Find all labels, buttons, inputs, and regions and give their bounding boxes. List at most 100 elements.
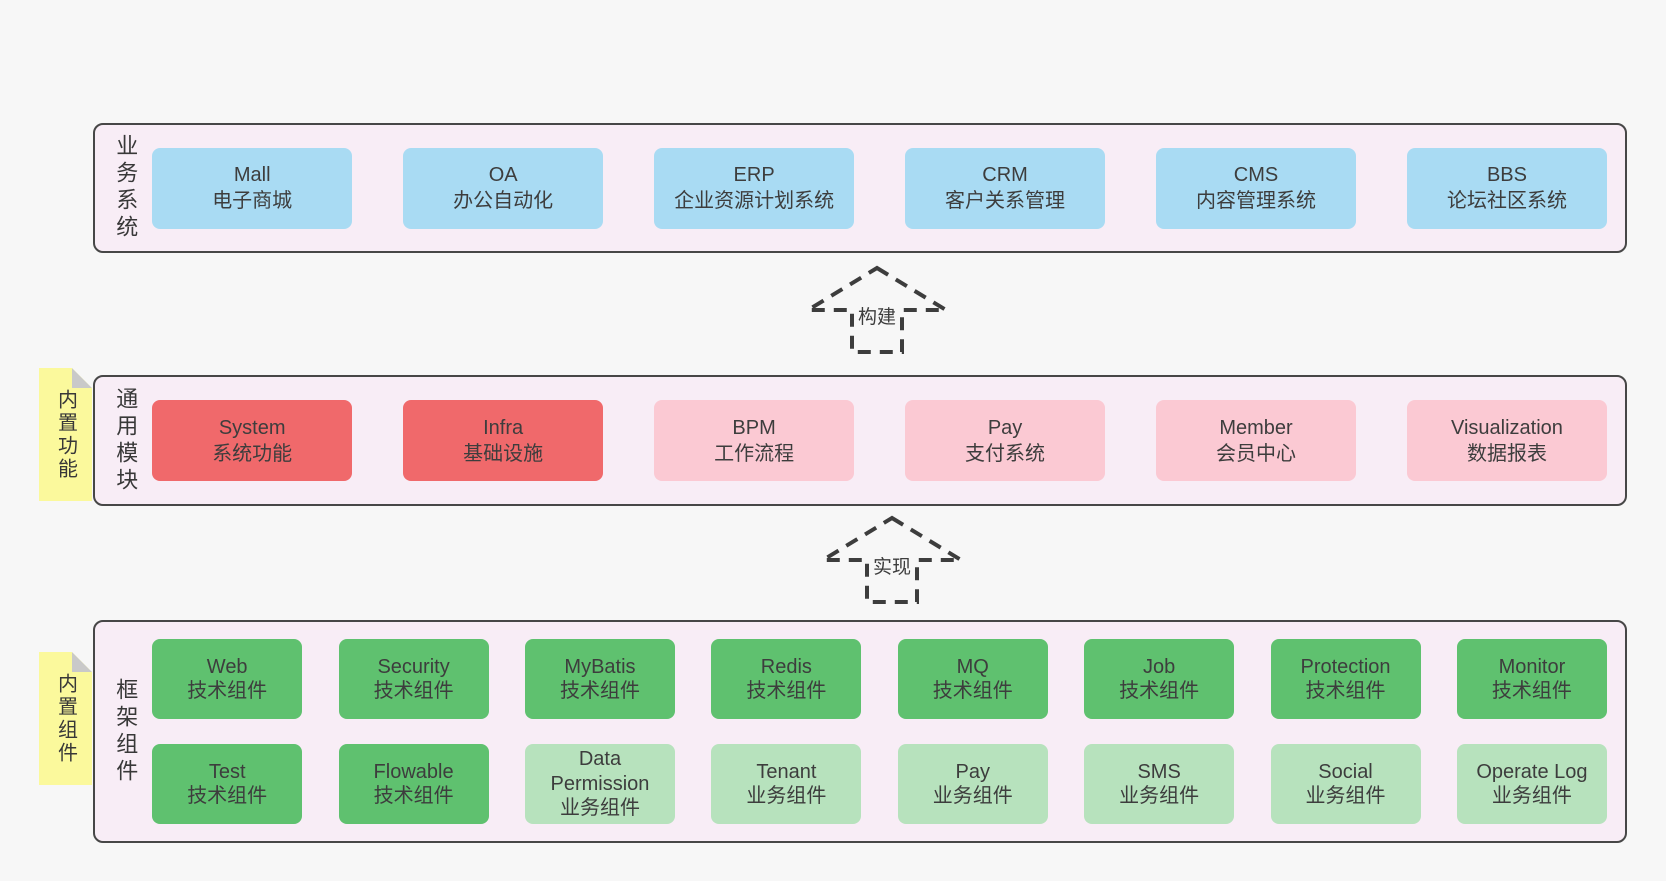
- box-name: Monitor: [1498, 655, 1566, 678]
- box-subtitle: 业务组件: [746, 785, 827, 807]
- box-name: Mall: [233, 164, 271, 186]
- box-name: System: [218, 416, 286, 439]
- sticky-note-built-in-features: 内置功能: [39, 368, 92, 501]
- box-subtitle: 技术组件: [373, 785, 454, 807]
- implement-arrow-label: 实现: [869, 552, 915, 579]
- box-subtitle: 基础设施: [463, 442, 544, 465]
- box-infra: Infra 基础设施: [403, 400, 604, 481]
- box-subtitle: 办公自动化: [453, 190, 554, 212]
- sticky-fold-corner: [72, 652, 92, 672]
- box-cms: CMS 内容管理系统: [1156, 147, 1356, 229]
- box-name: Flowable: [373, 760, 454, 783]
- box-subtitle: 电子商城: [212, 190, 293, 212]
- box-name: Protection: [1300, 655, 1391, 678]
- box-subtitle: 技术组件: [1305, 680, 1386, 702]
- box-name: CMS: [1233, 164, 1279, 186]
- box-subtitle: 系统功能: [212, 442, 293, 465]
- box-name: Social: [1318, 760, 1373, 783]
- build-arrow-label: 构建: [854, 302, 900, 329]
- box-name: Job: [1143, 655, 1176, 678]
- box-subtitle: 业务组件: [1491, 785, 1572, 807]
- box-subtitle: 内容管理系统: [1196, 190, 1316, 212]
- box-subtitle: 业务组件: [559, 797, 640, 820]
- build-arrow: 构建: [804, 264, 950, 356]
- box-name: Data Permission: [550, 748, 650, 795]
- box-subtitle: 工作流程: [714, 442, 795, 465]
- box-mall: Mall 电子商城: [152, 147, 353, 229]
- box-name: BBS: [1486, 164, 1527, 186]
- box-subtitle: 论坛社区系统: [1446, 190, 1567, 212]
- box-name: SMS: [1137, 760, 1181, 783]
- box-subtitle: 技术组件: [559, 680, 640, 702]
- box-name: Web: [206, 655, 248, 678]
- box-name: OA: [488, 164, 518, 186]
- panel-title-framework-components: 框架组件: [113, 677, 139, 786]
- panel-title-business-systems: 业务系统: [113, 134, 139, 242]
- box-system: System 系统功能: [152, 400, 353, 481]
- up-arrow-icon: [819, 515, 965, 604]
- box-name: BPM: [732, 416, 776, 439]
- box-name: ERP: [733, 164, 775, 186]
- box-subtitle: 技术组件: [1491, 680, 1572, 702]
- sticky-note-built-in-components: 内置组件: [39, 652, 92, 785]
- box-name: Test: [208, 760, 246, 783]
- panel-common-modules: 通用模块 System 系统功能 Infra 基础设施 BPM 工作流程 Pay 支付系统 Me…: [93, 375, 1627, 506]
- box-oa: OA 办公自动化: [403, 147, 604, 229]
- box-subtitle: 技术组件: [187, 680, 268, 702]
- box-bbs: BBS 论坛社区系统: [1406, 147, 1607, 229]
- panel-title-common-modules: 通用模块: [113, 386, 139, 495]
- box-subtitle: 支付系统: [965, 442, 1046, 465]
- box-name: Tenant: [756, 760, 817, 783]
- box-subtitle: 数据报表: [1466, 442, 1547, 465]
- box-subtitle: 业务组件: [1305, 785, 1386, 807]
- up-arrow-icon: [804, 265, 950, 354]
- box-subtitle: 会员中心: [1216, 442, 1296, 465]
- box-name: Pay: [987, 416, 1023, 439]
- box-pay: Pay 支付系统: [905, 400, 1106, 481]
- component-row: System 系统功能 Infra 基础设施 BPM 工作流程 Pay 支付系统 Member 会…: [152, 400, 1607, 481]
- box-name: MQ: [956, 655, 989, 678]
- box-name: Redis: [760, 655, 812, 678]
- box-bpm: BPM 工作流程: [654, 400, 855, 481]
- box-name: Infra: [483, 416, 524, 439]
- box-subtitle: 客户关系管理: [945, 190, 1066, 212]
- sticky-fold-corner: [72, 368, 92, 388]
- box-subtitle: 技术组件: [932, 680, 1013, 702]
- box-member: Member 会员中心: [1156, 400, 1356, 481]
- box-subtitle: 技术组件: [187, 785, 268, 807]
- box-name: Member: [1219, 416, 1293, 439]
- box-name: Pay: [955, 760, 990, 783]
- box-name: Operate Log: [1476, 760, 1588, 783]
- box-subtitle: 业务组件: [1119, 785, 1200, 807]
- box-name: MyBatis: [564, 655, 636, 678]
- box-subtitle: 技术组件: [373, 680, 454, 702]
- common-modules-boxes: System 系统功能 Infra 基础设施 BPM 工作流程 Pay 支付系统 Member 会…: [152, 400, 1607, 481]
- box-subtitle: 业务组件: [932, 785, 1013, 807]
